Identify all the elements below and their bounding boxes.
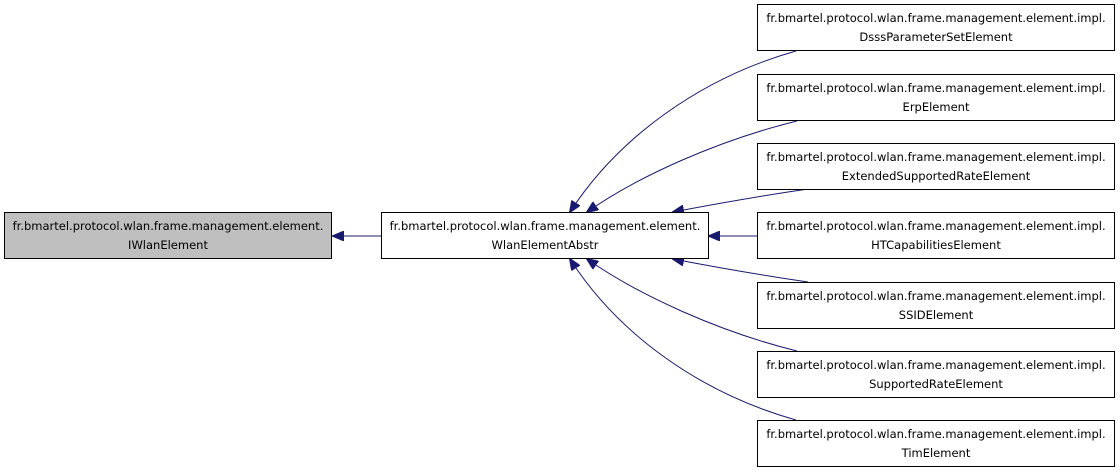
node-iwlanelement[interactable]: fr.bmartel.protocol.wlan.frame.managemen… bbox=[4, 212, 332, 259]
node-class-label: DsssParameterSetElement bbox=[859, 29, 1013, 44]
node-supportedrateelement[interactable]: fr.bmartel.protocol.wlan.frame.managemen… bbox=[757, 351, 1115, 398]
node-class-label: SSIDElement bbox=[898, 307, 974, 322]
node-wlanelementabstr-package: fr.bmartel.protocol.wlan.frame.managemen… bbox=[389, 218, 701, 233]
node-class-label: ExtendedSupportedRateElement bbox=[841, 168, 1031, 183]
edge-leaf-tim bbox=[570, 259, 797, 421]
edge-leaf-ssid bbox=[673, 259, 809, 283]
node-wlanelementabstr[interactable]: fr.bmartel.protocol.wlan.frame.managemen… bbox=[381, 212, 709, 259]
node-package-label: fr.bmartel.protocol.wlan.frame.managemen… bbox=[766, 426, 1106, 441]
node-class-label: HTCapabilitiesElement bbox=[871, 237, 1001, 252]
node-package-label: fr.bmartel.protocol.wlan.frame.managemen… bbox=[766, 80, 1106, 95]
node-package-label: fr.bmartel.protocol.wlan.frame.managemen… bbox=[766, 218, 1106, 233]
node-htcapabilitieselement[interactable]: fr.bmartel.protocol.wlan.frame.managemen… bbox=[757, 212, 1115, 259]
node-iwlanelement-package: fr.bmartel.protocol.wlan.frame.managemen… bbox=[12, 218, 324, 233]
node-class-label: TimElement bbox=[901, 445, 971, 460]
edge-leaf-erp bbox=[587, 120, 798, 212]
node-package-label: fr.bmartel.protocol.wlan.frame.managemen… bbox=[766, 149, 1106, 164]
node-iwlanelement-class: IWlanElement bbox=[128, 237, 208, 252]
edge-leaf-supportedrate bbox=[587, 259, 798, 352]
node-dsssparametersetelement[interactable]: fr.bmartel.protocol.wlan.frame.managemen… bbox=[757, 4, 1115, 51]
node-extendedsupportedrateelement[interactable]: fr.bmartel.protocol.wlan.frame.managemen… bbox=[757, 143, 1115, 190]
node-timelement[interactable]: fr.bmartel.protocol.wlan.frame.managemen… bbox=[757, 420, 1115, 467]
edge-leaf-dsss bbox=[570, 50, 797, 212]
node-erpelement[interactable]: fr.bmartel.protocol.wlan.frame.managemen… bbox=[757, 74, 1115, 121]
node-package-label: fr.bmartel.protocol.wlan.frame.managemen… bbox=[766, 10, 1106, 25]
node-class-label: SupportedRateElement bbox=[869, 376, 1003, 391]
edge-leaf-extended bbox=[673, 188, 809, 212]
node-wlanelementabstr-class: WlanElementAbstr bbox=[491, 237, 599, 252]
node-package-label: fr.bmartel.protocol.wlan.frame.managemen… bbox=[766, 288, 1106, 303]
node-class-label: ErpElement bbox=[902, 99, 970, 114]
node-ssidelement[interactable]: fr.bmartel.protocol.wlan.frame.managemen… bbox=[757, 282, 1115, 329]
node-package-label: fr.bmartel.protocol.wlan.frame.managemen… bbox=[766, 357, 1106, 372]
